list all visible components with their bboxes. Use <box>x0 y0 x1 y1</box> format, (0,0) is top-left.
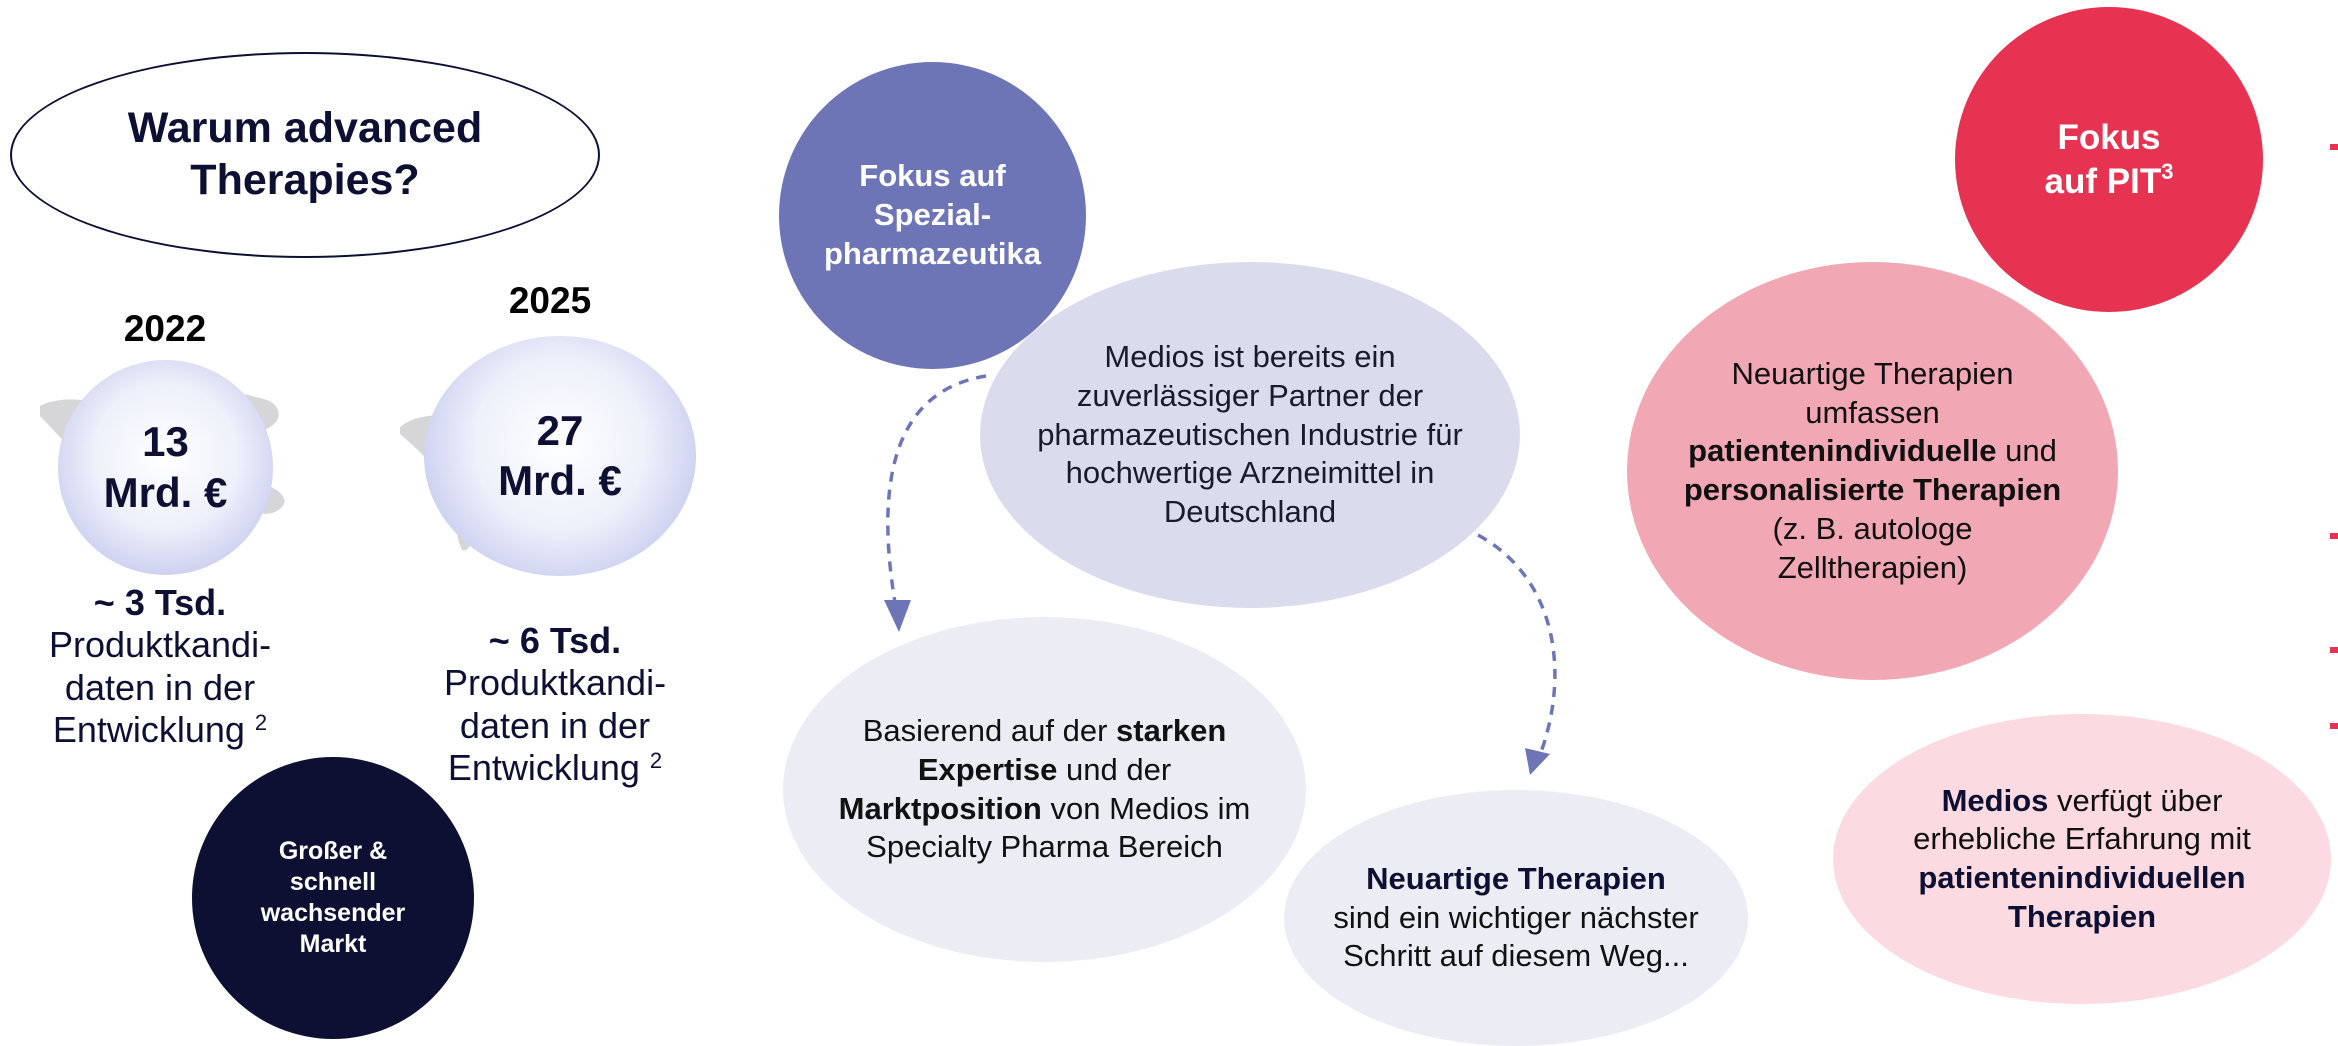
why-advanced-therapies-title: Warum advanced Therapies? <box>127 104 483 204</box>
growing-market-line2: schnell <box>289 867 377 896</box>
expertise-ellipse: Basierend auf der starken Expertise und … <box>783 617 1306 962</box>
market-2025-candidates-line1: Produktkandi- <box>443 662 667 704</box>
medios-experience-text: Medios verfügt über erhebliche Erfahrung… <box>1882 782 2282 937</box>
arrowhead-next-step <box>1525 748 1550 775</box>
year-2025-label: 2025 <box>508 280 592 321</box>
focus-pit-footnote: 3 <box>2161 158 2174 184</box>
market-2022-candidates-line1: Produktkandi- <box>48 624 272 666</box>
year-2022-label: 2022 <box>123 308 207 349</box>
edge-dash-4 <box>2330 723 2338 729</box>
edge-dash-3 <box>2330 647 2338 653</box>
market-2022-candidates-line3: Entwicklung <box>52 709 245 751</box>
growing-market-line1: Großer & <box>278 836 388 865</box>
expertise-text-bold-expertise: starken Expertise <box>917 713 1227 787</box>
novel-therapies-post: (z. B. autologe Zelltherapien) <box>1772 510 1973 585</box>
market-2022-candidates: ~ 3 Tsd. Produktkandi- daten in der Entw… <box>0 582 320 752</box>
medios-experience-ellipse: Medios verfügt über erhebliche Erfahrung… <box>1833 714 2331 1004</box>
market-2025-globe: 27 Mrd. € <box>398 332 698 580</box>
novel-therapies-pre: Neuartige Therapien umfassen <box>1731 355 2014 430</box>
novel-therapies-ellipse: Neuartige Therapien umfassen patientenin… <box>1627 262 2118 680</box>
focus-specialty-line1: Fokus auf <box>859 158 1006 194</box>
medios-experience-mid: verfügt über erhebliche Erfahrung mit <box>1913 782 2251 857</box>
market-2022-globe: 13 Mrd. € <box>30 356 300 576</box>
expertise-text-bold-position: Marktposition <box>838 790 1042 826</box>
novel-therapies-bold-personalized: personalisierte Therapien <box>1683 472 2062 507</box>
expertise-text: Basierend auf der starken Expertise und … <box>835 712 1255 867</box>
arrow-to-next-step <box>1477 533 1557 761</box>
arrowhead-expertise <box>884 600 911 632</box>
arrow-to-expertise <box>886 374 987 621</box>
market-2022-sphere: 13 Mrd. € <box>58 360 273 575</box>
growing-market-line4: Markt <box>299 930 367 959</box>
market-2022-footnote: 2 <box>254 710 268 736</box>
focus-pit-line1: Fokus <box>2057 117 2161 157</box>
market-2025-unit: Mrd. € <box>498 457 622 504</box>
market-2025-candidates-number: ~ 6 Tsd. <box>488 620 622 661</box>
market-2025-sphere: 27 Mrd. € <box>424 336 696 576</box>
why-advanced-therapies-ellipse: Warum advanced Therapies? <box>10 52 600 258</box>
market-2022-value: 13 <box>142 418 189 466</box>
growing-market-line3: wachsender <box>260 899 406 927</box>
novel-therapies-mid: und <box>1996 433 2057 469</box>
market-2022-candidates-number: ~ 3 Tsd. <box>93 582 227 623</box>
next-step-rest: sind ein wichtiger nächster Schritt auf … <box>1333 899 1699 974</box>
medios-experience-bold-therapies: patientenindividuellen Therapien <box>1918 860 2246 934</box>
focus-specialty-line2: Spezial- <box>873 197 992 233</box>
market-2025-candidates-line2: daten in der <box>459 704 651 746</box>
focus-pit-circle: Fokus auf PIT3 <box>1955 7 2263 312</box>
next-step-ellipse: Neuartige Therapien sind ein wichtiger n… <box>1284 790 1748 1046</box>
expertise-text-mid: und der <box>1057 751 1172 787</box>
novel-therapies-bold-individual: patientenindividuelle <box>1688 433 1997 469</box>
market-2025-candidates: ~ 6 Tsd. Produktkandi- daten in der Entw… <box>395 620 715 790</box>
expertise-text-post: von Medios im Specialty Pharma Bereich <box>866 790 1251 865</box>
growing-market-circle: Großer & schnell wachsender Markt <box>192 757 474 1039</box>
medios-partner-text: Medios ist bereits ein zuverlässiger Par… <box>1037 339 1463 530</box>
next-step-bold: Neuartige Therapien <box>1366 860 1666 896</box>
market-2022-candidates-line2: daten in der <box>64 666 256 708</box>
market-2025-candidates-line3: Entwicklung <box>447 747 640 789</box>
expertise-text-pre: Basierend auf der <box>862 713 1117 748</box>
focus-specialty-pharma-circle: Fokus auf Spezial- pharmazeutika <box>779 62 1086 369</box>
market-2025-footnote: 2 <box>649 748 663 774</box>
next-step-text: Neuartige Therapien sind ein wichtiger n… <box>1326 860 1706 976</box>
edge-dash-1 <box>2330 144 2338 150</box>
novel-therapies-text: Neuartige Therapien umfassen patientenin… <box>1683 355 2063 588</box>
market-2025-value: 27 <box>536 406 584 454</box>
medios-experience-bold-medios: Medios <box>1941 782 2049 818</box>
edge-dash-2 <box>2330 533 2338 539</box>
market-2022-unit: Mrd. € <box>103 468 228 516</box>
medios-partner-ellipse: Medios ist bereits ein zuverlässiger Par… <box>980 262 1520 608</box>
focus-pit-line2: auf PIT <box>2044 161 2162 201</box>
focus-specialty-line3: pharmazeutika <box>823 235 1042 271</box>
